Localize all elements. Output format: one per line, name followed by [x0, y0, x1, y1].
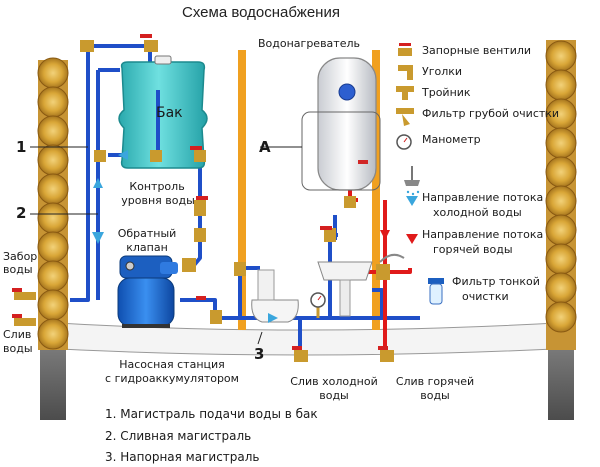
- hot-drain-label-line1: Слив горячей: [395, 375, 475, 388]
- diagram-title: Схема водоснабжения: [182, 4, 340, 21]
- tank-label: Бак: [156, 105, 183, 121]
- water-intake-label-line1: Забор: [3, 250, 38, 263]
- right-log-wall: [545, 40, 577, 350]
- legend-fine-filter-line1: Фильтр тонкой: [452, 275, 540, 288]
- drain-label-line1: Слив: [3, 328, 32, 341]
- cold-flow-arrow-icon: [406, 196, 418, 206]
- marker-3: 3: [254, 345, 265, 363]
- shower: [404, 166, 420, 196]
- water-heater-label: Водонагреватель: [258, 37, 360, 50]
- sink: [317, 253, 405, 317]
- fine-filter-icon: [428, 278, 444, 305]
- cold-drain-label-line2: воды: [319, 389, 349, 402]
- water-intake-label-line2: воды: [3, 263, 33, 276]
- legend-hot-flow-line1: Направление потока: [422, 228, 544, 241]
- elbow-fitting-icon: [398, 65, 413, 80]
- shutoff-valve-icon: [398, 43, 412, 56]
- marker-2: 2: [16, 204, 27, 222]
- marker-lines: [30, 146, 302, 345]
- legend-tee: Тройник: [422, 86, 471, 99]
- water-heater: [301, 57, 381, 191]
- pump-station: [117, 255, 178, 328]
- fittings: [14, 40, 394, 362]
- toilet: [251, 269, 299, 323]
- legend-elbows: Уголки: [422, 65, 463, 78]
- coarse-filter-icon: [396, 108, 414, 126]
- legend-cold-flow-line2: холодной воды: [433, 206, 522, 219]
- drain-label-line2: воды: [3, 342, 33, 355]
- hot-flow-arrow-icon: [406, 234, 418, 244]
- pressure-gauge: [310, 292, 326, 318]
- pump-station-label-line1: Насосная станция: [119, 358, 225, 371]
- note-3: 3. Напорная магистраль: [105, 450, 260, 464]
- legend-coarse-filter: Фильтр грубой очистки: [422, 107, 560, 120]
- note-1: 1. Магистраль подачи воды в бак: [105, 407, 318, 421]
- check-valve-label-line1: Обратный: [117, 227, 177, 240]
- left-log-wall: [37, 57, 69, 350]
- marker-1: 1: [16, 138, 27, 156]
- legend-shutoff-valves: Запорные вентили: [422, 44, 532, 57]
- pump-station-label-line2: с гидроаккумулятором: [105, 372, 239, 385]
- legend-icons: [396, 43, 444, 305]
- legend-cold-flow-line1: Направление потока: [422, 191, 544, 204]
- cold-drain-label-line1: Слив холодной: [290, 375, 378, 388]
- note-2: 2. Сливная магистраль: [105, 429, 252, 443]
- marker-a: А: [259, 138, 271, 156]
- hot-flow-arrows: [380, 230, 390, 240]
- legend-hot-flow-line2: горячей воды: [433, 243, 513, 256]
- interior-post-right: [372, 50, 380, 330]
- cold-flow-arrows: [92, 150, 278, 323]
- valve-handles: [12, 34, 388, 350]
- legend-pressure-gauge: Манометр: [422, 133, 481, 146]
- level-control-label-line2: уровня воды: [121, 194, 195, 207]
- pressure-gauge-icon: [396, 134, 412, 150]
- tee-fitting-icon: [396, 86, 414, 100]
- hot-drain-label-line2: воды: [420, 389, 450, 402]
- foundation: [39, 321, 575, 420]
- interior-post-left: [238, 50, 246, 330]
- level-control-label-line1: Контроль: [129, 180, 185, 193]
- check-valve-label-line2: клапан: [126, 241, 168, 254]
- legend-fine-filter-line2: очистки: [462, 290, 509, 303]
